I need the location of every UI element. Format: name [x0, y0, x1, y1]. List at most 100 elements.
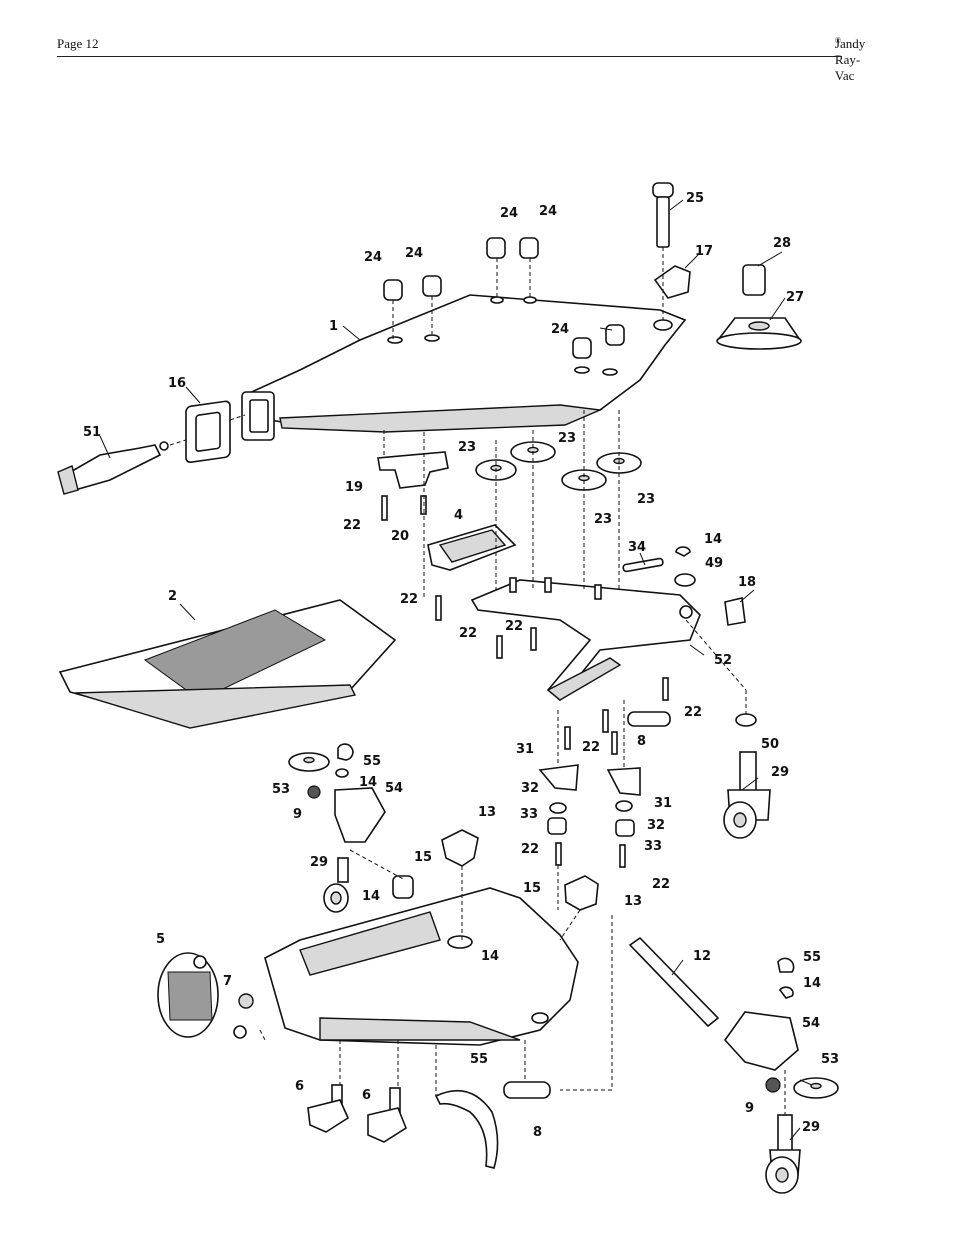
- grille-part: [58, 599, 397, 729]
- callout-50: 50: [761, 737, 779, 752]
- spacer-33a: [547, 817, 567, 835]
- washers-23: [475, 441, 642, 491]
- callout-29a: 29: [771, 765, 789, 780]
- callout-52: 52: [714, 653, 732, 668]
- callout-24d: 24: [539, 204, 557, 219]
- foot-8a: [627, 711, 671, 727]
- callout-27: 27: [786, 290, 804, 305]
- callout-23c: 23: [637, 492, 655, 507]
- callout-9b: 9: [745, 1101, 754, 1116]
- callout-20: 20: [391, 529, 409, 544]
- header-rule: [57, 56, 842, 57]
- clip-13b: [564, 875, 599, 911]
- callout-49: 49: [705, 556, 723, 571]
- page-header: Page 12 Jandy Ray-Vac®: [57, 36, 865, 83]
- callout-7: 7: [223, 974, 232, 989]
- callout-29c: 29: [802, 1120, 820, 1135]
- callout-6a: 6: [295, 1079, 304, 1094]
- callout-labels: 1 2 4 5 6 6 7 8 8 9 9 12 13 13 14 14 14 …: [83, 191, 839, 1140]
- bracket-31a: [538, 764, 579, 791]
- callout-8a: 8: [637, 734, 646, 749]
- axle-12: [628, 936, 720, 1028]
- callout-22e: 22: [684, 705, 702, 720]
- callout-53b: 53: [821, 1052, 839, 1067]
- post-6a: [307, 1084, 350, 1133]
- caster-29b: [323, 857, 349, 913]
- washer-50: [735, 713, 757, 727]
- callout-9a: 9: [293, 807, 302, 822]
- callout-2: 2: [168, 589, 177, 604]
- callout-55b: 55: [470, 1052, 488, 1067]
- page-number: Page 12: [57, 36, 99, 51]
- pin-34: [622, 557, 664, 573]
- callout-22a: 22: [343, 518, 361, 533]
- callout-24b: 24: [405, 246, 423, 261]
- bushing-cone-part: [716, 264, 802, 350]
- foot-8b: [503, 1081, 551, 1099]
- lid-part: [427, 524, 517, 571]
- caster-29c: [765, 1114, 801, 1194]
- callout-54a: 54: [385, 781, 403, 796]
- pin-part: [652, 182, 674, 248]
- callout-15a: 15: [414, 850, 432, 865]
- callout-23b: 23: [558, 431, 576, 446]
- callout-22h: 22: [652, 877, 670, 892]
- callout-51: 51: [83, 425, 101, 440]
- callout-31a: 31: [516, 742, 534, 757]
- lower-body-part: [264, 887, 579, 1046]
- callout-5: 5: [156, 932, 165, 947]
- washer-32b: [615, 800, 633, 812]
- intake-part: [157, 952, 247, 1039]
- wheel-assembly-right: [723, 957, 839, 1099]
- callout-19: 19: [345, 480, 363, 495]
- callout-53a: 53: [272, 782, 290, 797]
- caster-29a: [723, 751, 771, 839]
- callout-15b: 15: [523, 881, 541, 896]
- callout-23a: 23: [458, 440, 476, 455]
- bracket-part: [377, 451, 449, 489]
- callout-24e: 24: [551, 322, 569, 337]
- callout-25: 25: [686, 191, 704, 206]
- callout-32b: 32: [647, 818, 665, 833]
- callout-12: 12: [693, 949, 711, 964]
- callout-32a: 32: [521, 781, 539, 796]
- callout-22f: 22: [582, 740, 600, 755]
- callout-55c: 55: [803, 950, 821, 965]
- callout-55a: 55: [363, 754, 381, 769]
- callout-4: 4: [454, 508, 463, 523]
- latch-18: [724, 597, 746, 626]
- callout-18: 18: [738, 575, 756, 590]
- washer-32a: [549, 802, 567, 814]
- callout-13a: 13: [478, 805, 496, 820]
- callout-17: 17: [695, 244, 713, 259]
- leader-lines: [99, 199, 813, 1141]
- callout-22g: 22: [521, 842, 539, 857]
- wheel-assembly-left: [288, 743, 386, 843]
- callout-16: 16: [168, 376, 186, 391]
- callout-28: 28: [773, 236, 791, 251]
- assembly-lines: [169, 247, 786, 1115]
- callout-33a: 33: [520, 807, 538, 822]
- callout-22c: 22: [459, 626, 477, 641]
- screws-group: [381, 495, 669, 868]
- callout-24c: 24: [500, 206, 518, 221]
- collar-part: [185, 400, 231, 464]
- callout-8b: 8: [533, 1125, 542, 1140]
- callout-14d: 14: [481, 949, 499, 964]
- callout-22b: 22: [400, 592, 418, 607]
- callout-24a: 24: [364, 250, 382, 265]
- callout-6b: 6: [362, 1088, 371, 1103]
- hose-connector-part: [57, 441, 169, 495]
- bracket-31b: [606, 767, 641, 796]
- callout-31b: 31: [654, 796, 672, 811]
- callout-34: 34: [628, 540, 646, 555]
- chassis-part: [470, 577, 701, 702]
- callout-14b: 14: [359, 775, 377, 790]
- callout-54b: 54: [802, 1016, 820, 1031]
- callout-1: 1: [329, 319, 338, 334]
- roller-15a: [392, 875, 414, 899]
- ring-49: [674, 573, 696, 587]
- upper-body-part: [241, 294, 687, 441]
- plug-7: [238, 993, 254, 1009]
